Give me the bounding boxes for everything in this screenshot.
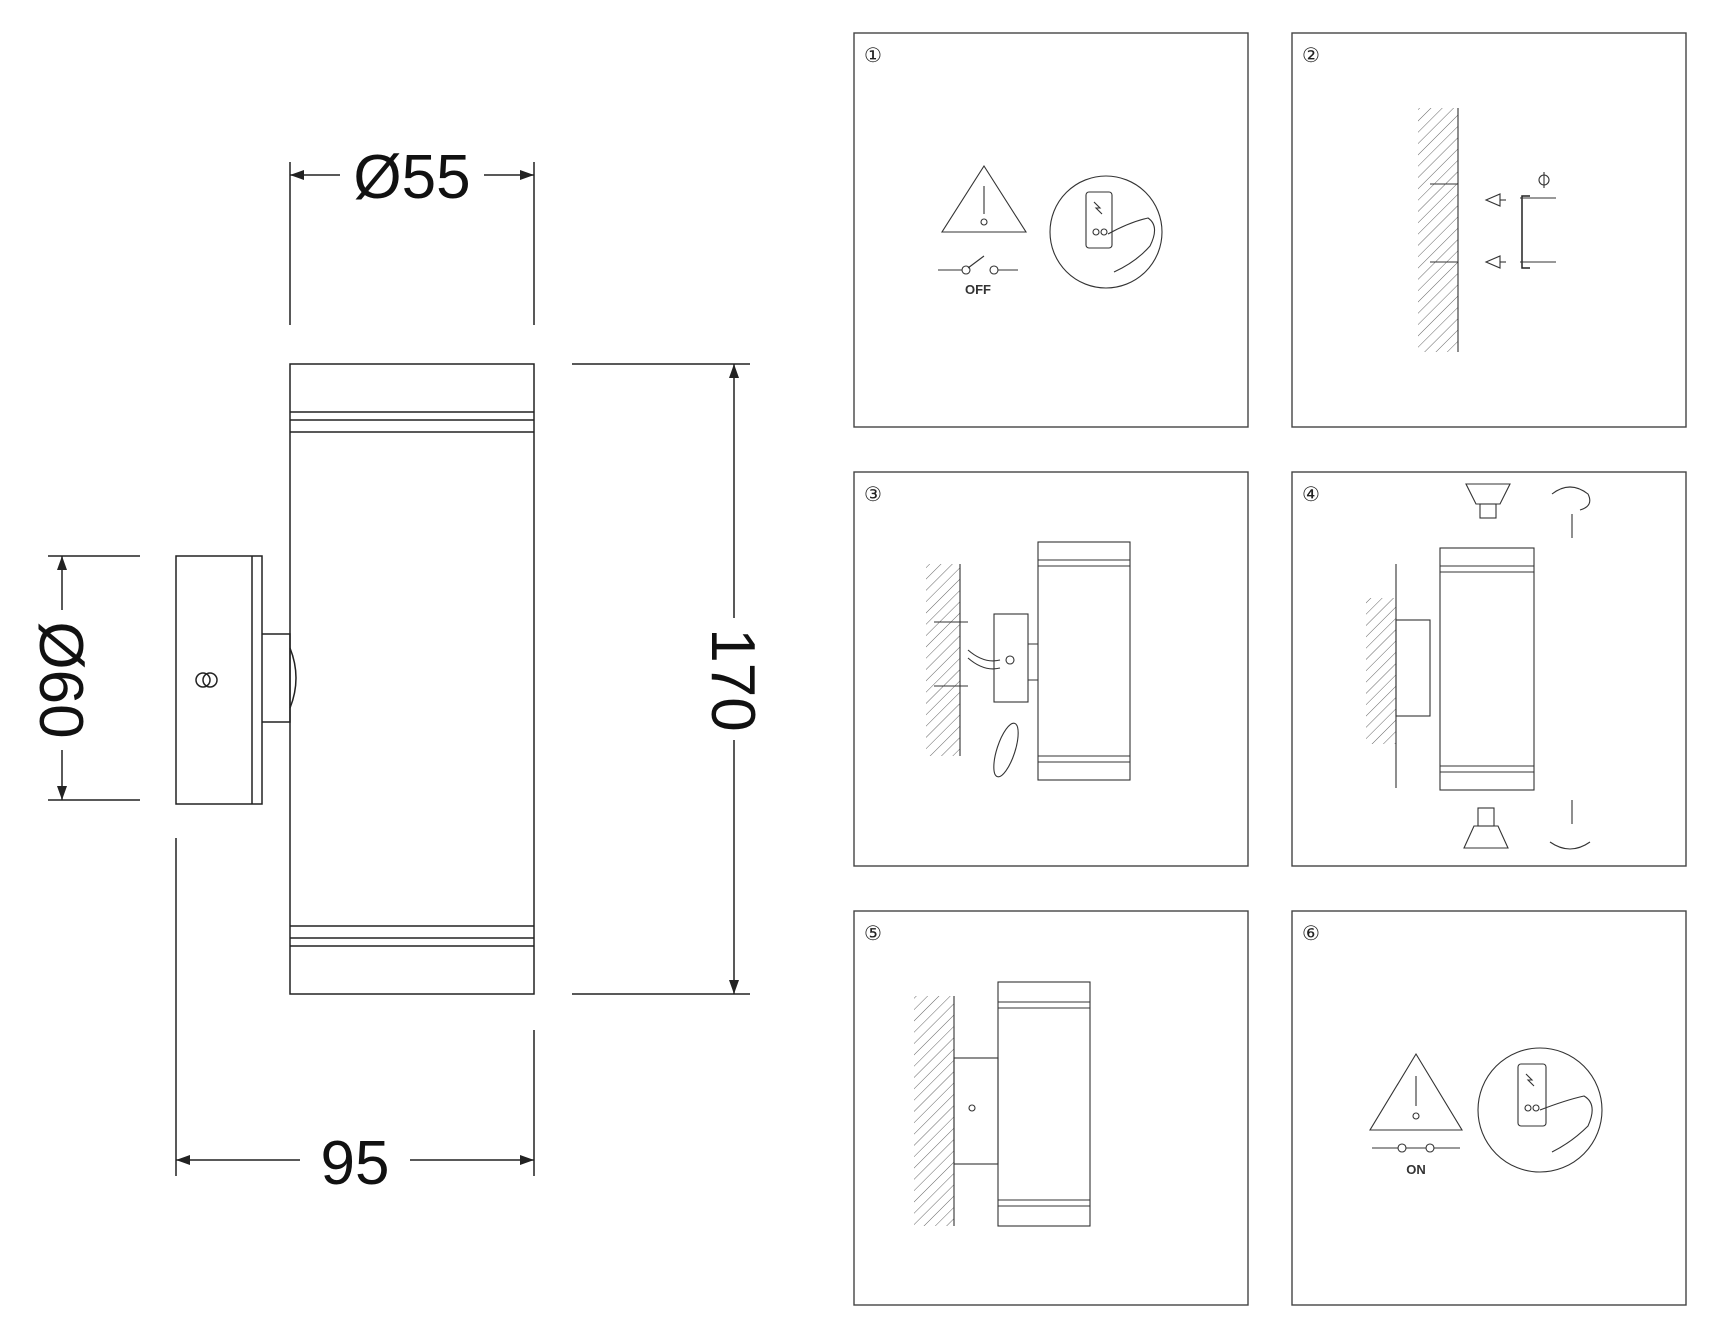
dimension-label-diameter-top: Ø55: [353, 143, 470, 212]
technical-drawing: Ø55 Ø60: [26, 143, 767, 1198]
step-panel-4: ④: [1291, 471, 1687, 867]
warning-triangle-icon: [1369, 1052, 1463, 1131]
wall-hatch: [1366, 598, 1396, 744]
dimension-label-diameter-side: Ø60: [26, 621, 95, 738]
step-number-2: ②: [1302, 43, 1320, 67]
step-panel-5: ⑤: [853, 910, 1249, 1306]
wall-plate: [175, 555, 297, 805]
hand-pointer-icon: [1107, 217, 1156, 273]
step-panel-3: ③: [853, 471, 1249, 867]
step-panel-2: ②: [1291, 32, 1687, 428]
step-panel-1: ① OFF: [853, 32, 1249, 428]
switch-icon: ON: [1372, 1143, 1460, 1177]
electric-panel-icon: [1477, 1047, 1603, 1173]
hand-pointer-icon: [1539, 1095, 1593, 1153]
dimension-label-depth: 95: [321, 1129, 390, 1198]
switch-on-label: ON: [1406, 1162, 1426, 1177]
step-number-5: ⑤: [864, 921, 882, 945]
dimension-label-height: 170: [698, 628, 767, 731]
dimension-diameter-side: Ø60: [26, 555, 140, 801]
wall-hatch: [914, 996, 954, 1226]
step-panel-6: ⑥ ON: [1291, 910, 1687, 1306]
mounting-bracket-icon: [1520, 172, 1556, 269]
step-number-6: ⑥: [1302, 921, 1320, 945]
lamp-body: [289, 363, 535, 995]
wall-hatch: [926, 564, 960, 756]
wall-hatch: [1418, 108, 1458, 352]
dimension-height: 170: [572, 363, 767, 995]
warning-triangle-icon: [940, 164, 1028, 233]
switch-off-label: OFF: [965, 282, 991, 297]
step-number-4: ④: [1302, 482, 1320, 506]
gu10-bulb-icon: [1463, 483, 1511, 849]
step-number-3: ③: [864, 482, 882, 506]
step-number-1: ①: [864, 43, 882, 67]
screw-icon: [1484, 193, 1506, 269]
switch-icon: OFF: [938, 255, 1018, 297]
electric-panel-icon: [1049, 175, 1163, 289]
rotate-arrow-icon: [1549, 486, 1591, 850]
dimension-diameter-top: Ø55: [289, 143, 535, 325]
dimension-depth: 95: [175, 838, 535, 1198]
